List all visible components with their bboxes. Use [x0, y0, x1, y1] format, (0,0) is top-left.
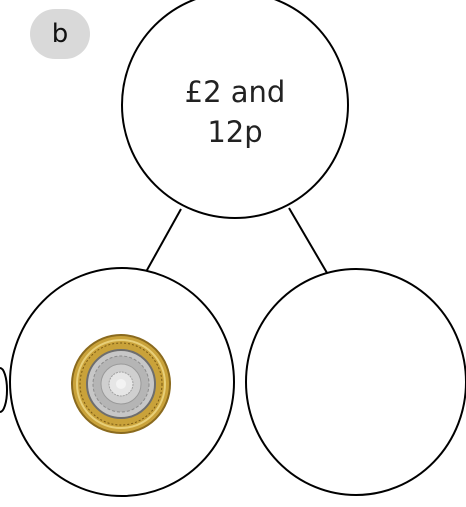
whole-circle [121, 0, 349, 219]
question-label-badge: b [30, 9, 90, 59]
two-pound-coin-icon [71, 334, 171, 434]
part-circle-right [245, 268, 466, 496]
whole-value-line1: £2 and [184, 75, 286, 109]
partial-circle-edge [0, 367, 8, 413]
question-label: b [51, 19, 69, 49]
badge-background [30, 9, 90, 59]
whole-value: £2 and 12p [130, 72, 340, 152]
whole-value-line2: 12p [207, 115, 263, 149]
